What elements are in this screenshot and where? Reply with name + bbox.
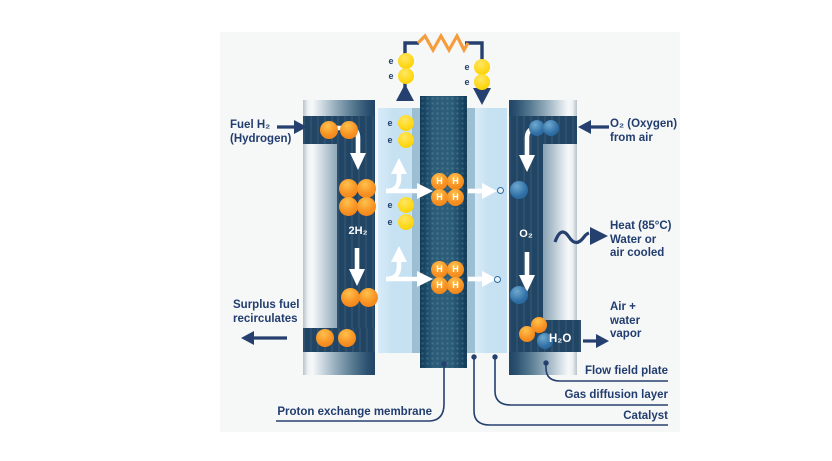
- gas-diffusion-layer-label: Gas diffusion layer: [564, 389, 668, 401]
- electron-particle: [398, 214, 414, 230]
- h2-molecule: [357, 197, 376, 216]
- electron-particle: [398, 132, 414, 148]
- water-h-atom: [519, 326, 535, 342]
- cathode-gas-diffusion-layer: [475, 108, 507, 353]
- o2-molecule: [510, 286, 528, 304]
- heat-label: Heat (85°C) Water or air cooled: [610, 220, 671, 261]
- heat-line3: air cooled: [610, 247, 665, 259]
- oxygen-line2: from air: [610, 131, 653, 144]
- electron-label: e: [464, 62, 470, 72]
- surplus-line2: recirculates: [233, 312, 298, 325]
- h-label: H: [452, 280, 459, 290]
- proton-marker: [497, 187, 504, 194]
- proton-h: H: [431, 173, 448, 190]
- electron-particle: [398, 197, 414, 213]
- h-label: H: [452, 176, 459, 186]
- water-o-atom: [537, 333, 553, 349]
- h-label: H: [436, 264, 443, 274]
- heat-line1: Heat (85°C): [610, 220, 672, 232]
- air-line2: water: [610, 314, 641, 327]
- h2-molecule: [359, 288, 378, 307]
- air-line1: Air +: [610, 301, 636, 313]
- electron-label: e: [388, 56, 394, 66]
- electron-particle: [398, 115, 414, 131]
- o2-molecule: [529, 120, 545, 136]
- fuel-label-line2: (Hydrogen): [230, 132, 292, 145]
- anode-catalyst-layer: [412, 108, 420, 353]
- electron-particle: [398, 53, 414, 69]
- proton-exchange-membrane-layer: [420, 96, 467, 368]
- h2-molecule: [357, 179, 376, 198]
- heat-line2: Water or: [610, 233, 657, 246]
- surplus-line1: Surplus fuel: [233, 299, 300, 311]
- h-label: H: [452, 192, 459, 202]
- electron-particle: [398, 68, 414, 84]
- proton-h: H: [447, 189, 464, 206]
- h-label: H: [452, 264, 459, 274]
- h-label: H: [436, 280, 443, 290]
- catalyst-label: Catalyst: [623, 410, 668, 422]
- proton-marker: [494, 276, 501, 283]
- anode-outlet-channel: [303, 328, 375, 352]
- electron-label: e: [388, 71, 394, 81]
- flow-field-plate-label: Flow field plate: [584, 365, 668, 377]
- proton-h: H: [431, 261, 448, 278]
- h2-molecule: [339, 197, 358, 216]
- h2o-label: H₂O: [549, 333, 572, 345]
- anode-gas-diffusion-layer: [378, 108, 412, 353]
- fuel-label-line1: Fuel H₂: [230, 119, 271, 131]
- electron-label: e: [464, 77, 470, 87]
- electron-particle: [474, 74, 490, 90]
- anode-flow-field-plate: [303, 100, 375, 375]
- h2-molecule: [320, 121, 338, 139]
- electron-label: e: [387, 118, 393, 128]
- air-water-vapor-label: Air + water vapor: [610, 301, 641, 342]
- h-label: H: [436, 176, 443, 186]
- oxygen-line1: O₂ (Oxygen): [610, 118, 678, 130]
- h2-molecule: [341, 288, 360, 307]
- h2-molecule: [340, 121, 358, 139]
- h2-molecule: [316, 329, 334, 347]
- proton-h: H: [447, 277, 464, 294]
- o2-molecule: [543, 120, 559, 136]
- 2h2-label: 2H₂: [348, 225, 368, 237]
- oxygen-label: O₂ (Oxygen) from air: [610, 118, 677, 145]
- h2-molecule: [339, 179, 358, 198]
- electron-label: e: [387, 135, 393, 145]
- water-h-atom: [531, 317, 547, 333]
- proton-h: H: [447, 173, 464, 190]
- proton-h: H: [431, 189, 448, 206]
- fuel-label: Fuel H₂ (Hydrogen): [230, 119, 291, 146]
- electron-particle: [474, 59, 490, 75]
- o2-channel-label: O₂: [519, 228, 533, 240]
- o2-molecule: [510, 181, 528, 199]
- proton-h: H: [447, 261, 464, 278]
- pem-label: Proton exchange membrane: [277, 406, 432, 418]
- h-label: H: [436, 192, 443, 202]
- electron-label: e: [387, 217, 393, 227]
- proton-h: H: [431, 277, 448, 294]
- surplus-fuel-label: Surplus fuel recirculates: [233, 299, 299, 326]
- air-line3: vapor: [610, 328, 642, 340]
- cathode-catalyst-layer: [467, 108, 475, 353]
- h2-molecule: [338, 329, 356, 347]
- electron-label: e: [387, 200, 393, 210]
